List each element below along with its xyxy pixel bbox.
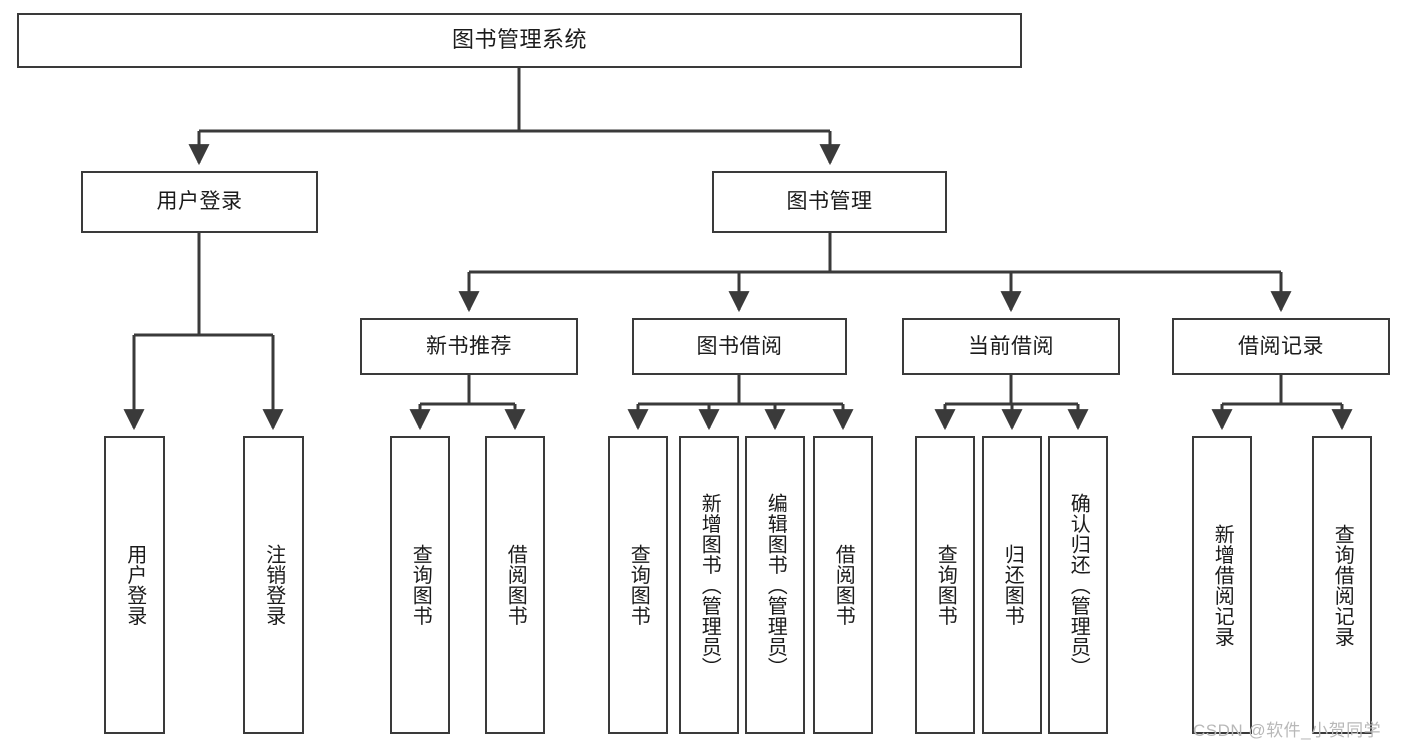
node-book-borrowing[interactable]: 图书借阅: [632, 318, 847, 375]
leaf-query-book-current[interactable]: 查询图书: [915, 436, 975, 734]
leaf-query-book-borrowing[interactable]: 查询图书: [608, 436, 668, 734]
node-user-login[interactable]: 用户登录: [81, 171, 318, 233]
csdn-watermark: CSDN @软件_小贺同学: [1193, 721, 1382, 740]
node-current-borrowing[interactable]: 当前借阅: [902, 318, 1120, 375]
leaf-borrow-book-borrowing[interactable]: 借阅图书: [813, 436, 873, 734]
leaf-user-login[interactable]: 用户登录: [104, 436, 165, 734]
node-book-management[interactable]: 图书管理: [712, 171, 947, 233]
leaf-add-book-admin[interactable]: 新增图书（管理员）: [679, 436, 739, 734]
leaf-edit-book-admin[interactable]: 编辑图书（管理员）: [745, 436, 805, 734]
node-borrowing-record[interactable]: 借阅记录: [1172, 318, 1390, 375]
node-root-book-management-system[interactable]: 图书管理系统: [17, 13, 1022, 68]
node-new-book-recommendation[interactable]: 新书推荐: [360, 318, 578, 375]
leaf-confirm-return-admin[interactable]: 确认归还（管理员）: [1048, 436, 1108, 734]
leaf-add-borrow-record[interactable]: 新增借阅记录: [1192, 436, 1252, 734]
leaf-borrow-book-new-recommendation[interactable]: 借阅图书: [485, 436, 545, 734]
leaf-return-book[interactable]: 归还图书: [982, 436, 1042, 734]
leaf-query-book-new-recommendation[interactable]: 查询图书: [390, 436, 450, 734]
leaf-query-borrow-record[interactable]: 查询借阅记录: [1312, 436, 1372, 734]
leaf-logout[interactable]: 注销登录: [243, 436, 304, 734]
